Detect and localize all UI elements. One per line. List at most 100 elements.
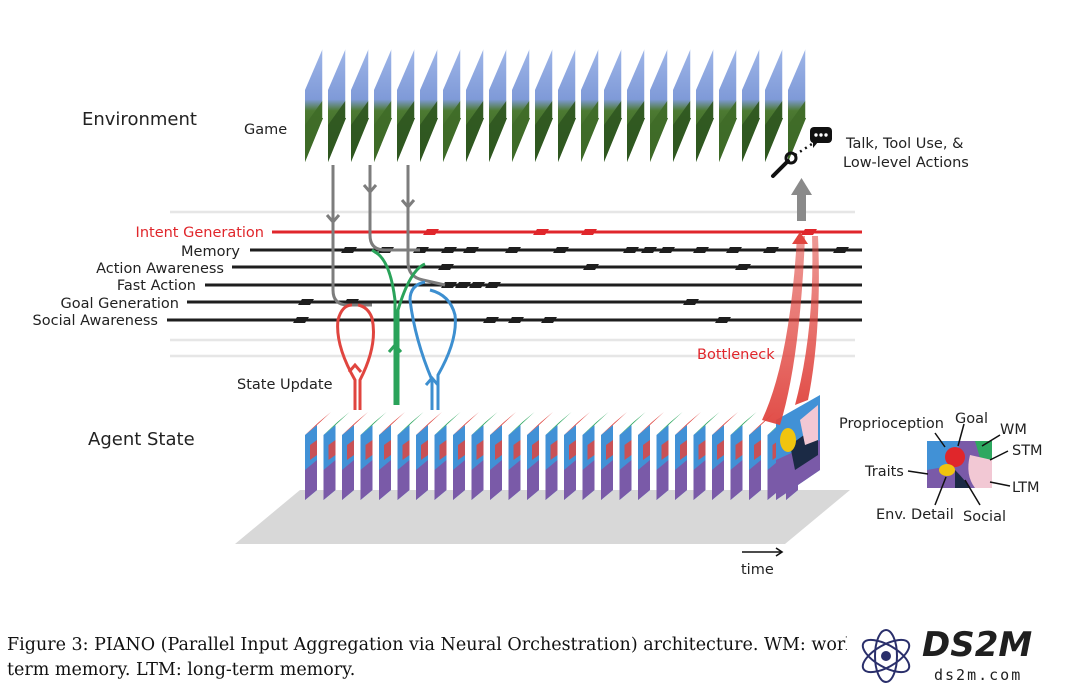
time-label: time — [741, 562, 774, 578]
activity-tick — [341, 247, 357, 253]
activity-tick — [763, 247, 779, 253]
game-label: Game — [244, 122, 287, 138]
legend-stm: STM — [1012, 443, 1043, 459]
activity-tick — [623, 247, 639, 253]
activity-tick — [441, 247, 457, 253]
activity-tick — [659, 247, 675, 253]
agent-state-frames — [305, 395, 820, 500]
game-frame — [305, 48, 324, 162]
activity-tick — [463, 247, 479, 253]
activity-tick — [508, 317, 524, 323]
blue-stream — [408, 280, 457, 410]
module-label-fast-action: Fast Action — [117, 278, 196, 294]
game-frame — [673, 48, 692, 162]
activity-tick — [726, 247, 742, 253]
state-frame — [675, 412, 701, 500]
activity-tick — [293, 317, 309, 323]
state-frame — [508, 412, 535, 500]
bottleneck-arrows — [762, 178, 819, 425]
caption-line-1: Figure 3: PIANO (Parallel Input Aggregat… — [7, 635, 847, 655]
game-frame — [650, 48, 669, 162]
module-label-social-awareness: Social Awareness — [33, 313, 158, 329]
caption-line-2: term memory. LTM: long-term memory. — [7, 660, 356, 680]
state-frame — [582, 412, 609, 500]
state-frame — [490, 412, 516, 500]
game-frame — [604, 48, 623, 162]
activity-tick — [533, 229, 549, 235]
game-frame — [696, 48, 715, 162]
game-frame — [466, 48, 485, 162]
state-frame — [601, 412, 627, 500]
game-frame — [558, 48, 577, 162]
legend-goal: Goal — [955, 411, 988, 427]
legend-wm: WM — [1000, 422, 1027, 438]
state-frame — [619, 412, 646, 500]
module-label-memory: Memory — [181, 244, 240, 260]
game-frame — [420, 48, 439, 162]
module-lines — [167, 230, 862, 322]
game-frame — [581, 48, 600, 162]
state-front-face — [776, 395, 820, 500]
module-label-action-awareness: Action Awareness — [96, 261, 224, 277]
game-frame — [719, 48, 738, 162]
watermark-brand: DS2M — [922, 625, 1032, 665]
agent-state-label: Agent State — [88, 429, 195, 450]
state-frame — [342, 412, 368, 500]
game-frame — [351, 48, 370, 162]
activity-tick — [683, 299, 699, 305]
state-frame — [564, 412, 590, 500]
game-frame — [765, 48, 784, 162]
game-frame — [489, 48, 508, 162]
state-frame — [379, 412, 405, 500]
activity-tick — [455, 282, 471, 288]
green-stream — [371, 248, 426, 405]
state-legend — [907, 423, 1011, 506]
legend-proprioception: Proprioception — [839, 416, 944, 432]
legend-traits: Traits — [864, 464, 904, 480]
activity-tick — [693, 247, 709, 253]
activity-tick — [505, 247, 521, 253]
activity-tick — [833, 247, 849, 253]
module-activity-ticks — [293, 229, 849, 323]
activity-tick — [801, 229, 817, 235]
outputs-label-line2: Low-level Actions — [843, 155, 969, 171]
piano-architecture-diagram: Environment Agent State Game Talk, Tool … — [33, 48, 1043, 578]
game-frame — [374, 48, 393, 162]
time-arrow — [742, 547, 784, 557]
state-frame — [397, 412, 424, 500]
game-frame — [443, 48, 462, 162]
environment-label: Environment — [82, 109, 197, 130]
state-update-label: State Update — [237, 377, 333, 393]
activity-tick — [485, 282, 501, 288]
game-frames — [305, 48, 807, 162]
state-frame — [693, 412, 720, 500]
state-frame — [656, 412, 683, 500]
activity-tick — [735, 264, 751, 270]
atom-icon — [861, 629, 911, 683]
floor-plane — [235, 490, 850, 544]
watermark-url: ds2m.com — [934, 666, 1022, 684]
dotted-link — [794, 140, 816, 157]
legend-social: Social — [963, 509, 1006, 525]
game-frame — [788, 48, 807, 162]
state-frame — [638, 412, 664, 500]
legend-env-detail: Env. Detail — [876, 507, 954, 523]
state-frame — [416, 412, 442, 500]
activity-tick — [715, 317, 731, 323]
state-frame — [360, 412, 387, 500]
background-lines — [170, 210, 855, 358]
game-frame — [627, 48, 646, 162]
game-frame — [397, 48, 416, 162]
state-frame — [730, 412, 757, 500]
bottleneck-label: Bottleneck — [697, 347, 775, 363]
state-frame — [712, 412, 738, 500]
activity-tick — [641, 247, 657, 253]
game-frame — [512, 48, 531, 162]
state-frame — [434, 412, 461, 500]
module-label-goal-generation: Goal Generation — [60, 296, 179, 312]
activity-tick — [541, 317, 557, 323]
game-frame — [328, 48, 347, 162]
activity-tick — [553, 247, 569, 253]
module-label-intent-generation: Intent Generation — [136, 225, 264, 241]
